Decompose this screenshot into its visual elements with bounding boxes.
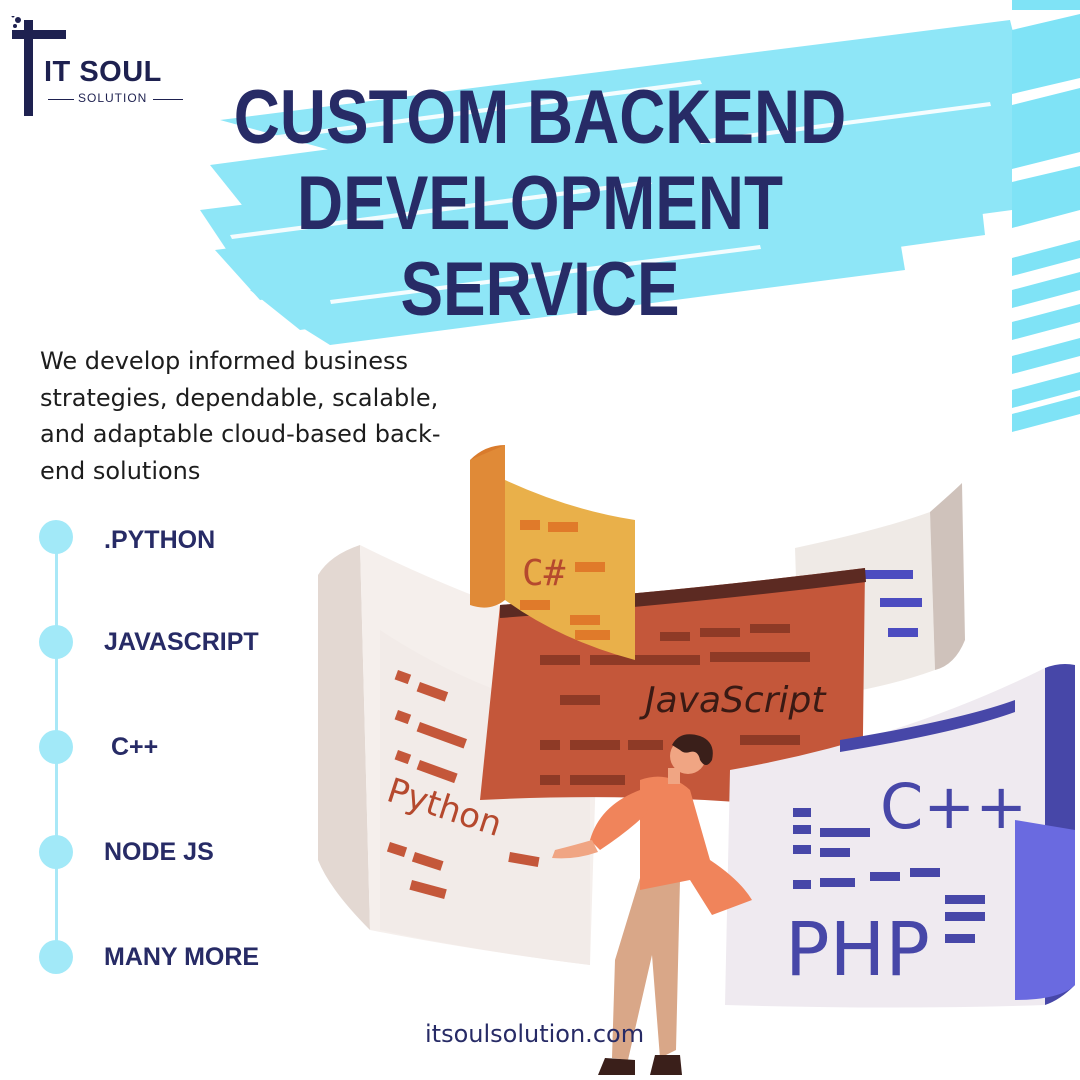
cpp-php-screen: C++ PHP xyxy=(725,664,1075,1008)
list-bullet xyxy=(39,835,73,869)
list-item-cpp: C++ xyxy=(104,733,159,761)
csharp-screen: C# xyxy=(470,445,635,660)
list-item-python: .PYTHON xyxy=(104,526,216,554)
list-bullet xyxy=(39,730,73,764)
cpp-screen-label: C++ xyxy=(880,770,1027,843)
list-bullet xyxy=(39,520,73,554)
list-item-many-more: MANY MORE xyxy=(104,943,260,971)
logo-mark-icon xyxy=(11,16,66,116)
headline-line-2: DEVELOPMENT xyxy=(297,161,783,246)
javascript-screen-label: JavaScript xyxy=(639,680,827,721)
headline-line-3: SERVICE xyxy=(400,247,680,332)
list-item-nodejs: NODE JS xyxy=(104,838,214,866)
csharp-screen-label: C# xyxy=(522,553,566,594)
brand-tagline: SOLUTION xyxy=(78,91,148,105)
list-bullet xyxy=(39,625,73,659)
website-url[interactable]: itsoulsolution.com xyxy=(425,1020,645,1048)
list-item-javascript: JAVASCRIPT xyxy=(104,628,259,656)
logo-divider-right xyxy=(153,99,183,100)
php-screen-label: PHP xyxy=(785,907,930,993)
logo-divider-left xyxy=(48,99,74,100)
description-text: We develop informed business strategies,… xyxy=(40,347,441,485)
brand-logo xyxy=(10,16,190,120)
brand-name: IT SOUL xyxy=(44,56,162,88)
list-bullet xyxy=(39,940,73,974)
developer-figure xyxy=(552,734,752,1075)
headline-line-1: CUSTOM BACKEND xyxy=(233,75,847,160)
